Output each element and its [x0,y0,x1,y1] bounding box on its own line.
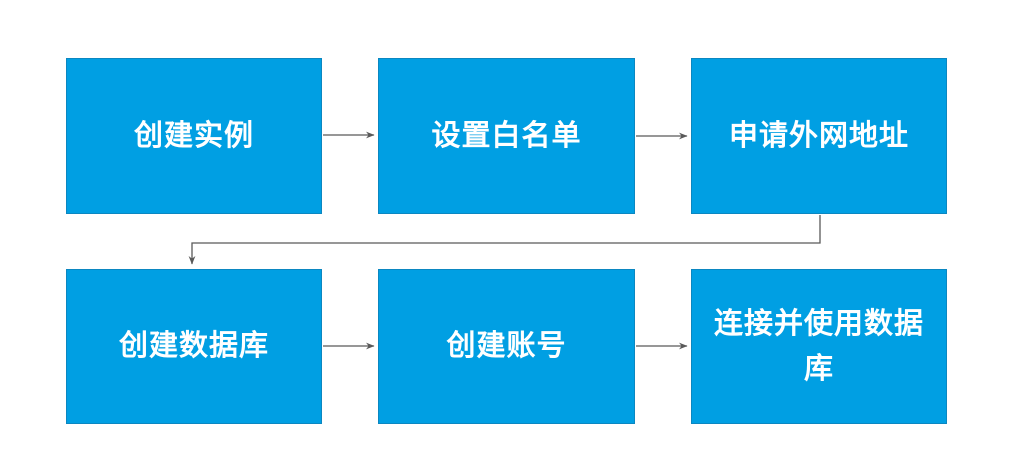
flow-node-create-account: 创建账号 [378,269,635,424]
flow-node-set-whitelist: 设置白名单 [378,58,635,214]
flow-node-label: 连接并使用数据库 [713,307,924,385]
flow-node-label: 设置白名单 [431,119,582,152]
flow-node-create-instance: 创建实例 [66,58,322,214]
flow-node-connect-use-database: 连接并使用数据库 [691,269,947,424]
flow-node-label: 创建数据库 [118,330,269,362]
flow-node-label: 申请外网地址 [728,119,909,152]
flow-node-label: 创建账号 [446,330,567,362]
flow-node-label: 创建实例 [133,119,254,152]
flow-node-create-database: 创建数据库 [66,269,322,424]
arrow-apply-public-address-to-create-database [188,215,821,265]
flow-node-apply-public-address: 申请外网地址 [691,58,947,214]
